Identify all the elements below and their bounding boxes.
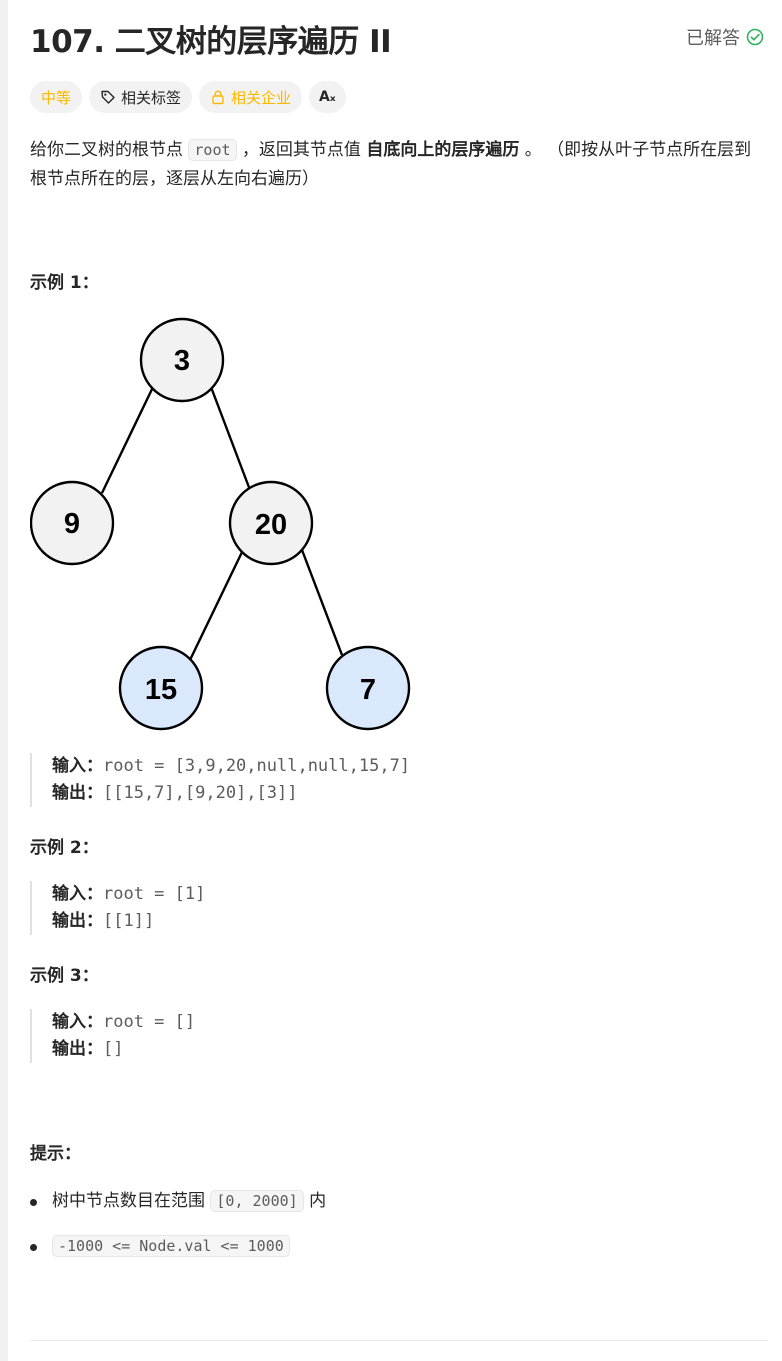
example-2-output: [[1]] [103, 911, 155, 931]
example-2-title: 示例 2： [30, 838, 99, 858]
problem-title: 107. 二叉树的层序遍历 II [30, 24, 392, 60]
edge-20-7 [300, 549, 344, 656]
example-1-output: [[15,7],[9,20],[3]] [103, 783, 298, 803]
constraints-title: 提示： [30, 1144, 81, 1164]
tree-node-7 [325, 645, 411, 731]
emphasis-text: 自底向上的层序遍历 [366, 140, 520, 160]
example-2-block: 输入：root = [1] 输出：[[1]] [30, 881, 205, 935]
tree-node-3 [139, 317, 225, 403]
node-label-9: 9 [64, 508, 80, 540]
related-companies-label: 相关企业 [231, 88, 292, 107]
tree-node-15 [118, 645, 204, 731]
node-label-20: 20 [255, 509, 287, 541]
edge-3-9 [100, 384, 156, 494]
related-tags-button[interactable]: 相关标签 [89, 81, 193, 113]
example-2-input: root = [1] [103, 884, 206, 904]
tag-row: 中等 相关标签 相关企业 Aₓ [30, 81, 346, 113]
lock-icon [210, 89, 226, 105]
difficulty-badge[interactable]: 中等 [30, 81, 83, 113]
binary-tree-diagram: 3 9 20 15 7 [30, 317, 411, 731]
related-tags-label: 相关标签 [121, 88, 182, 107]
edge-20-15 [188, 549, 245, 661]
tree-node-9 [30, 480, 115, 566]
example-1-title: 示例 1： [30, 273, 99, 293]
constraint-item: 树中节点数目在范围 [0, 2000] 内 [30, 1188, 326, 1215]
problem-description: 107. 二叉树的层序遍历 II 已解答 中等 相关标签 相关企业 Aₓ 给你二… [30, 0, 768, 1361]
inline-code-root: root [188, 139, 237, 161]
constraints-list: 树中节点数目在范围 [0, 2000] 内 -1000 <= Node.val … [30, 1188, 326, 1278]
translate-icon: Aₓ [319, 89, 336, 105]
divider [30, 1340, 768, 1341]
node-label-3: 3 [174, 345, 190, 377]
node-label-15: 15 [145, 674, 177, 706]
node-label-7: 7 [360, 674, 376, 706]
related-companies-button[interactable]: 相关企业 [199, 81, 303, 113]
constraint-item: -1000 <= Node.val <= 1000 [30, 1233, 326, 1260]
example-3-title: 示例 3： [30, 966, 99, 986]
solved-status: 已解答 [686, 24, 764, 50]
tag-icon [100, 89, 116, 105]
check-circle-icon [746, 28, 764, 46]
problem-statement: 给你二叉树的根节点 root ，返回其节点值 自底向上的层序遍历 。 （即按从叶… [30, 139, 752, 189]
solved-label: 已解答 [686, 28, 740, 49]
translate-button[interactable]: Aₓ [309, 81, 346, 113]
edge-3-20 [209, 386, 252, 491]
left-panel-edge [0, 0, 8, 1361]
example-3-output: [] [103, 1039, 124, 1059]
example-1-block: 输入：root = [3,9,20,null,null,15,7] 输出：[[1… [30, 753, 410, 807]
tree-node-20 [228, 480, 314, 566]
example-3-input: root = [] [103, 1012, 196, 1032]
example-3-block: 输入：root = [] 输出：[] [30, 1009, 195, 1063]
example-1-input: root = [3,9,20,null,null,15,7] [103, 756, 411, 776]
